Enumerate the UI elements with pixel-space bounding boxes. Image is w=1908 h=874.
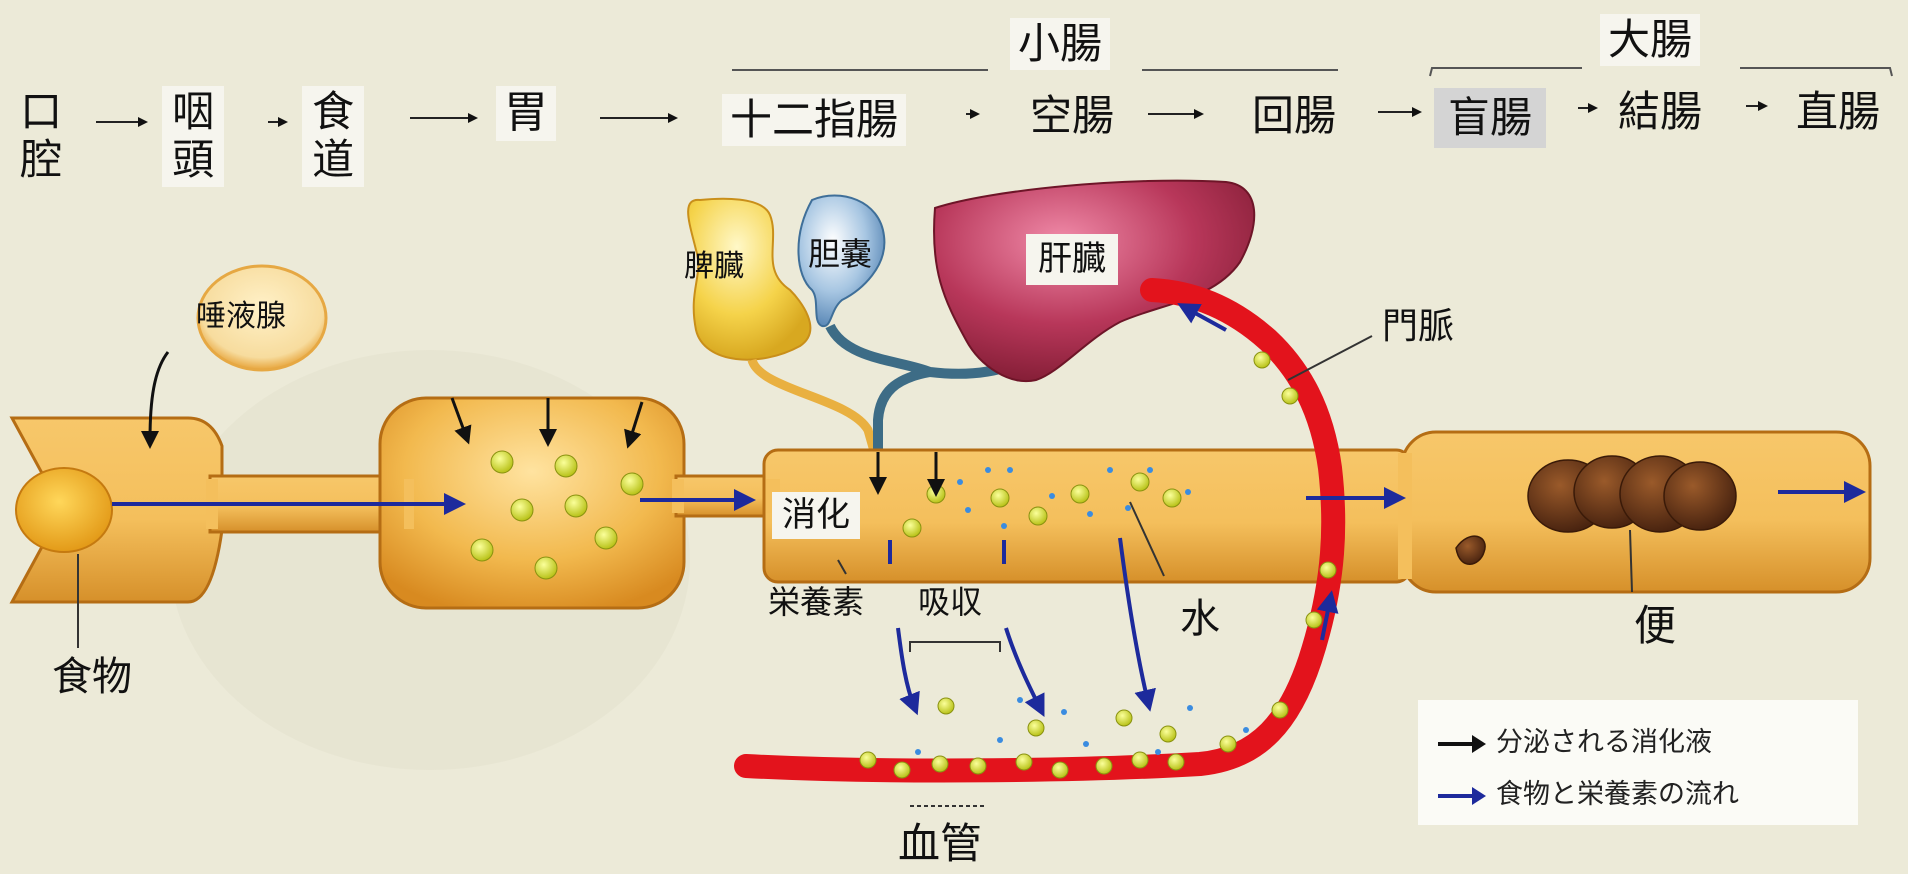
- label-pancreas: 脾臓: [684, 250, 744, 285]
- pancreatic-duct: [752, 360, 876, 458]
- label-esophagus: 食道: [302, 86, 364, 187]
- legend-secreted-label: 分泌される消化液: [1496, 727, 1712, 758]
- label-pharynx: 咽頭: [162, 86, 224, 187]
- label-stomach: 胃: [496, 86, 556, 141]
- label-gallbladder: 胆嚢: [808, 236, 872, 273]
- legend: 分泌される消化液 食物と栄養素の流れ: [1418, 700, 1858, 825]
- label-jejunum: 空腸: [1030, 92, 1114, 140]
- label-mouth: 口腔: [18, 88, 64, 185]
- label-absorption: 吸収: [918, 584, 982, 621]
- label-food: 食物: [52, 654, 132, 700]
- black-arrow-icon: [1438, 742, 1482, 746]
- label-portal-vein: 門脈: [1382, 306, 1454, 347]
- label-small-intestine: 小腸: [1010, 18, 1110, 70]
- label-large-intestine: 大腸: [1600, 14, 1700, 66]
- legend-item-flow: 食物と栄養素の流れ: [1438, 772, 1739, 811]
- label-nutrients: 栄養素: [768, 584, 864, 621]
- blue-arrow-icon: [1438, 794, 1482, 798]
- label-rectum: 直腸: [1796, 88, 1880, 136]
- label-liver: 肝臓: [1026, 234, 1118, 285]
- label-duodenum: 十二指腸: [722, 94, 906, 146]
- header-brackets: [732, 68, 1892, 76]
- legend-flow-label: 食物と栄養素の流れ: [1496, 779, 1739, 810]
- absorption-bracket: [910, 642, 1000, 652]
- label-colon: 結腸: [1618, 88, 1702, 136]
- food-bolus: [16, 468, 112, 552]
- label-digestion: 消化: [772, 492, 860, 539]
- label-salivary-gland: 唾液腺: [196, 300, 286, 335]
- label-feces: 便: [1634, 602, 1676, 650]
- label-ileum: 回腸: [1252, 92, 1336, 140]
- label-water: 水: [1180, 596, 1220, 642]
- label-blood-vessel: 血管: [898, 820, 982, 868]
- legend-item-secreted: 分泌される消化液: [1438, 720, 1712, 759]
- common-bile-duct: [878, 372, 930, 458]
- label-cecum: 盲腸: [1434, 88, 1546, 148]
